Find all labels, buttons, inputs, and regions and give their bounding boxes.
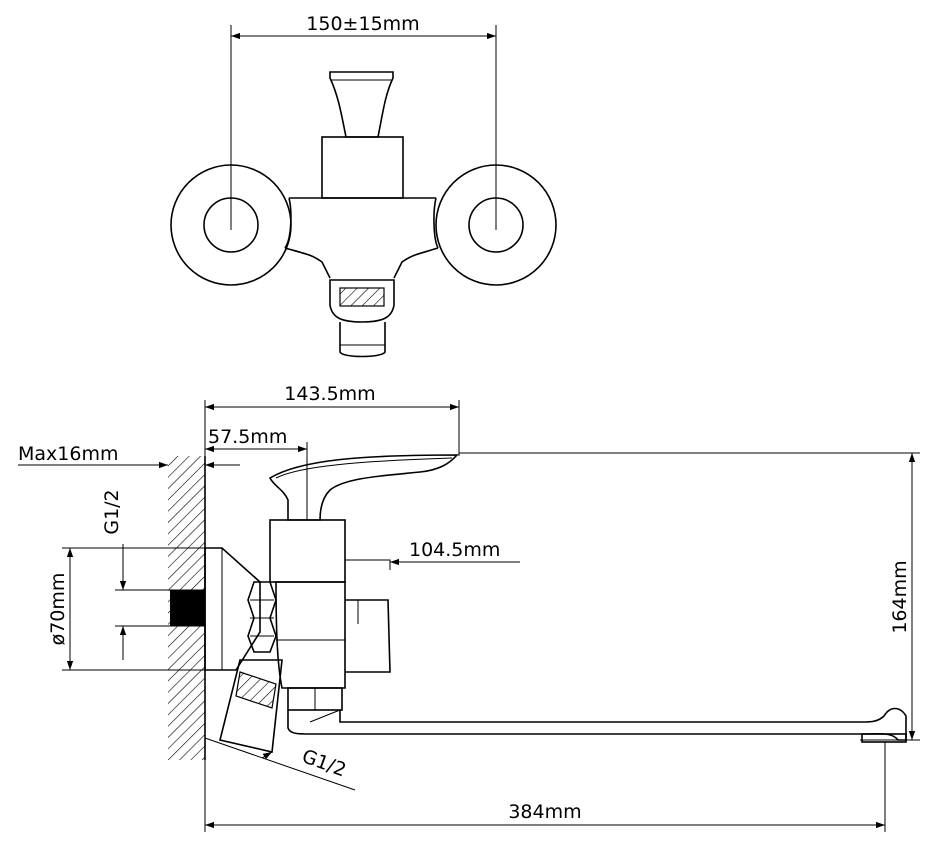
inlet-thread (235, 671, 277, 709)
side-handle-lever (268, 454, 459, 521)
side-rear-block (345, 599, 391, 673)
top-outlet-nozzle (339, 322, 386, 358)
spout-reach-label: 143.5mm (284, 383, 375, 405)
top-handle-block (321, 136, 404, 199)
side-main-body (275, 581, 346, 689)
body-depth-label: 104.5mm (409, 539, 500, 561)
right-escutcheon (435, 164, 557, 286)
top-outlet-body (329, 279, 395, 323)
top-width-label: 150±15mm (306, 13, 419, 35)
thread-bottom-leader (204, 737, 356, 791)
left-inlet (203, 197, 259, 253)
wall-pipe-section (170, 590, 205, 626)
right-inlet (468, 197, 524, 253)
height-label: 164mm (889, 560, 911, 633)
top-view: 150±15mm (170, 13, 557, 358)
top-body-ends (284, 197, 439, 249)
spout-arm (287, 707, 907, 741)
thread-bottom-label: G1/2 (299, 745, 349, 781)
top-handle-lever (329, 71, 394, 138)
spout-arm-joint (309, 709, 341, 723)
top-body-bar (284, 197, 439, 279)
side-view: 143.5mm 57.5mm Max16mm 164mm ø70mm G1/2 (18, 383, 920, 832)
total-length-label: 384mm (508, 801, 581, 823)
side-handle-block (269, 519, 346, 583)
hex-nut (247, 581, 277, 653)
thread-bottom-arrow (261, 751, 273, 760)
top-outlet-thread (339, 287, 385, 307)
side-handle-edge (275, 457, 453, 479)
diameter-label: ø70mm (47, 573, 69, 646)
max-depth-label: Max16mm (18, 443, 118, 465)
body-depth-ext (345, 559, 391, 570)
spout-aerator (861, 733, 907, 743)
thread-top-label: G1/2 (101, 489, 123, 534)
handle-offset-label: 57.5mm (208, 426, 287, 448)
